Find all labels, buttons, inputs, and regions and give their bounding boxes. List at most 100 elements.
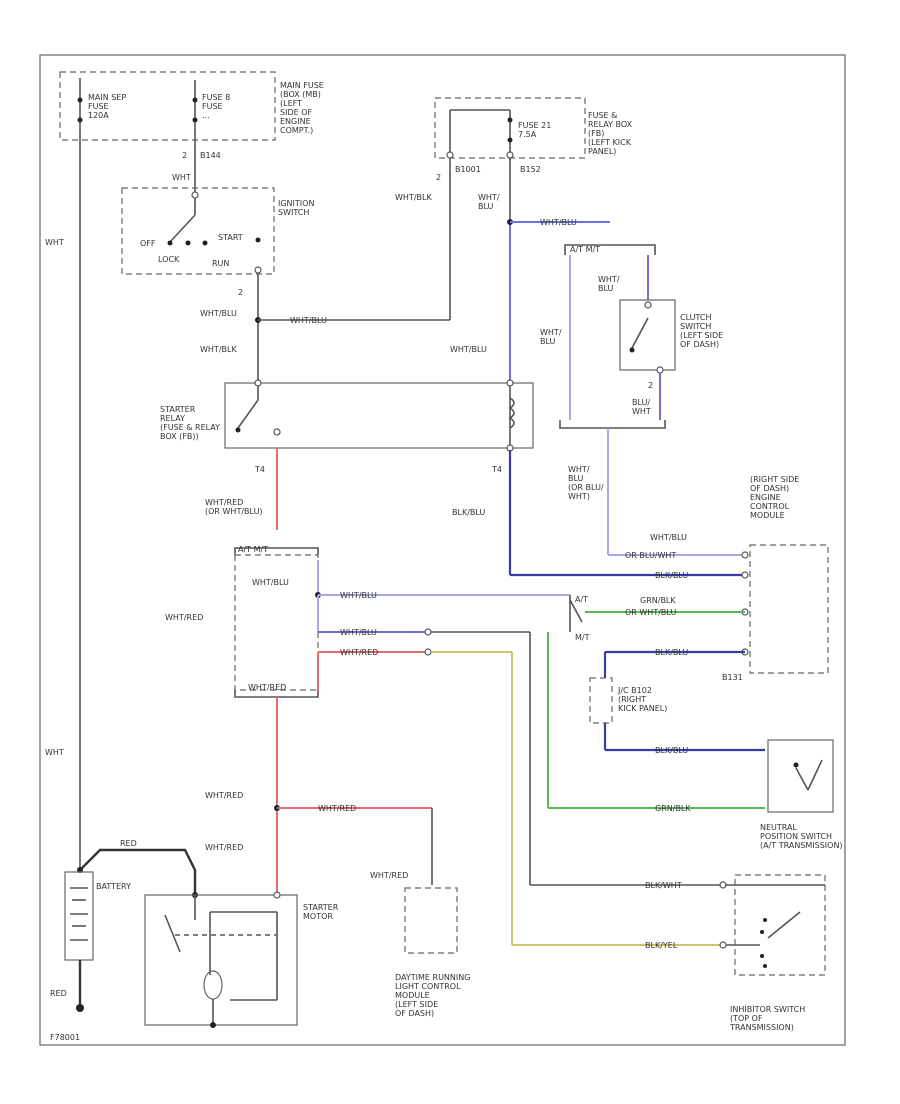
switch-contact-icon: [235, 427, 241, 433]
fuse-terminal-icon: [507, 137, 513, 143]
switch-contact-icon: [629, 347, 635, 353]
at-switch-lever-icon: [569, 599, 583, 623]
connector-icon: [719, 941, 727, 949]
wht-blk-label: WHT/BLK: [200, 345, 237, 354]
t4-label: T4: [254, 465, 265, 474]
solenoid-lever-icon: [164, 914, 181, 953]
pin-2-label: 2: [182, 151, 187, 160]
mt-label: M/T: [575, 633, 590, 642]
red-label: RED: [50, 989, 67, 998]
wht-blu-label: WHT/BLU: [540, 328, 562, 346]
starter-terminal-icon: [273, 891, 281, 899]
wht-blu-label: WHT/BLU: [650, 533, 687, 542]
relay-terminal-icon: [273, 428, 281, 436]
fuse-terminal-icon: [77, 97, 83, 103]
at-mt-bracket: [234, 547, 319, 555]
fuse-terminal-icon: [77, 117, 83, 123]
switch-terminal-icon: [191, 191, 199, 199]
wht-wire-label: WHT: [45, 748, 64, 757]
ignition-switch-lever-icon: [169, 214, 196, 243]
fuse-terminal-icon: [192, 97, 198, 103]
fuse-terminal-icon: [192, 117, 198, 123]
switch-terminal-icon: [254, 266, 262, 274]
battery-icon: [64, 871, 94, 961]
wht-red-label: WHT/RED: [165, 613, 203, 622]
clutch-switch-box: [619, 299, 676, 371]
ground-icon: [76, 1004, 84, 1012]
main-fuse-box: [59, 71, 276, 141]
switch-contact-icon: [763, 964, 767, 968]
red-wire-label: RED: [120, 839, 137, 848]
relay-terminal-icon: [254, 379, 262, 387]
ecm-pin-icon: [741, 551, 749, 559]
blk-blu-label: BLK/BLU: [655, 746, 688, 755]
ecm-pin-icon: [741, 571, 749, 579]
grn-blk-label: GRN/BLK: [655, 804, 691, 813]
blk-blu-label: BLK/BLU: [452, 508, 485, 517]
b131-label: B131: [722, 673, 743, 682]
relay-switch-lever-icon: [237, 399, 259, 429]
wht-blu-label: WHT/BLU: [290, 316, 327, 325]
connector-icon: [424, 648, 432, 656]
ecm-box: [749, 544, 829, 674]
at-mt-join-bracket: [559, 420, 666, 429]
neutral-switch-contact-wire: [807, 759, 823, 791]
diagram-border: [39, 54, 846, 1046]
t4-label: T4: [491, 465, 502, 474]
clutch-switch-lever-icon: [631, 317, 649, 349]
mt-at-label: A/T M/T: [238, 545, 268, 554]
connector-icon: [424, 628, 432, 636]
battery-cable-wire: [79, 848, 197, 895]
wht-red-label: WHT/RED: [248, 683, 286, 692]
drl-module-box: [404, 887, 458, 954]
or-blu-wht-label: OR BLU/WHT: [625, 551, 676, 560]
blk-blu-label: BLK/BLU: [655, 571, 688, 580]
switch-lock-label: LOCK: [158, 255, 180, 264]
wht-blu-label: WHT/BLU: [478, 193, 500, 211]
at-mt-bracket: [564, 244, 656, 255]
wht-red-label: WHT/RED: [340, 648, 378, 657]
blk-blu-label: BLK/BLU: [655, 648, 688, 657]
switch-start-label: START: [218, 233, 243, 242]
inhibitor-selector-icon: [767, 911, 801, 939]
wht-blu-label: WHT/BLU: [540, 218, 577, 227]
wht-blu-label: WHT/BLU: [252, 578, 289, 587]
wht-blu-label: WHT/BLU: [200, 309, 237, 318]
wht-blu-label: WHT/BLU: [598, 275, 620, 293]
inhibitor-switch-box: [734, 874, 826, 976]
pin-2-label: 2: [648, 381, 653, 390]
wht-blu-label: WHT/BLU: [450, 345, 487, 354]
wht-red-label: WHT/RED: [205, 791, 243, 800]
starter-motor-icon: [203, 970, 223, 1000]
at-mt-label: A/T M/T: [570, 245, 600, 254]
wht-red-label: WHT/RED: [318, 804, 356, 813]
neutral-switch-box: [767, 739, 834, 813]
relay-coil-icon: [508, 397, 515, 429]
relay-terminal-icon: [506, 379, 514, 387]
junction-connector-box: [589, 677, 613, 724]
fuse-terminal-icon: [507, 117, 513, 123]
pin-2-label: 2: [238, 288, 243, 297]
starter-motor-box: [144, 894, 298, 1026]
b1001-label: B1001: [455, 165, 481, 174]
switch-contact-icon: [763, 918, 767, 922]
wht-red-label: WHT/RED(OR WHT/BLU): [205, 498, 263, 516]
ground-icon: [210, 1022, 216, 1028]
wht-red-label: WHT/RED: [370, 871, 408, 880]
or-wht-blu-label: OR WHT/BLU: [625, 608, 676, 617]
blk-yel-label: BLK/YEL: [645, 941, 678, 950]
grn-blk-label: GRN/BLK: [640, 596, 676, 605]
ignition-switch-box: [121, 187, 275, 275]
